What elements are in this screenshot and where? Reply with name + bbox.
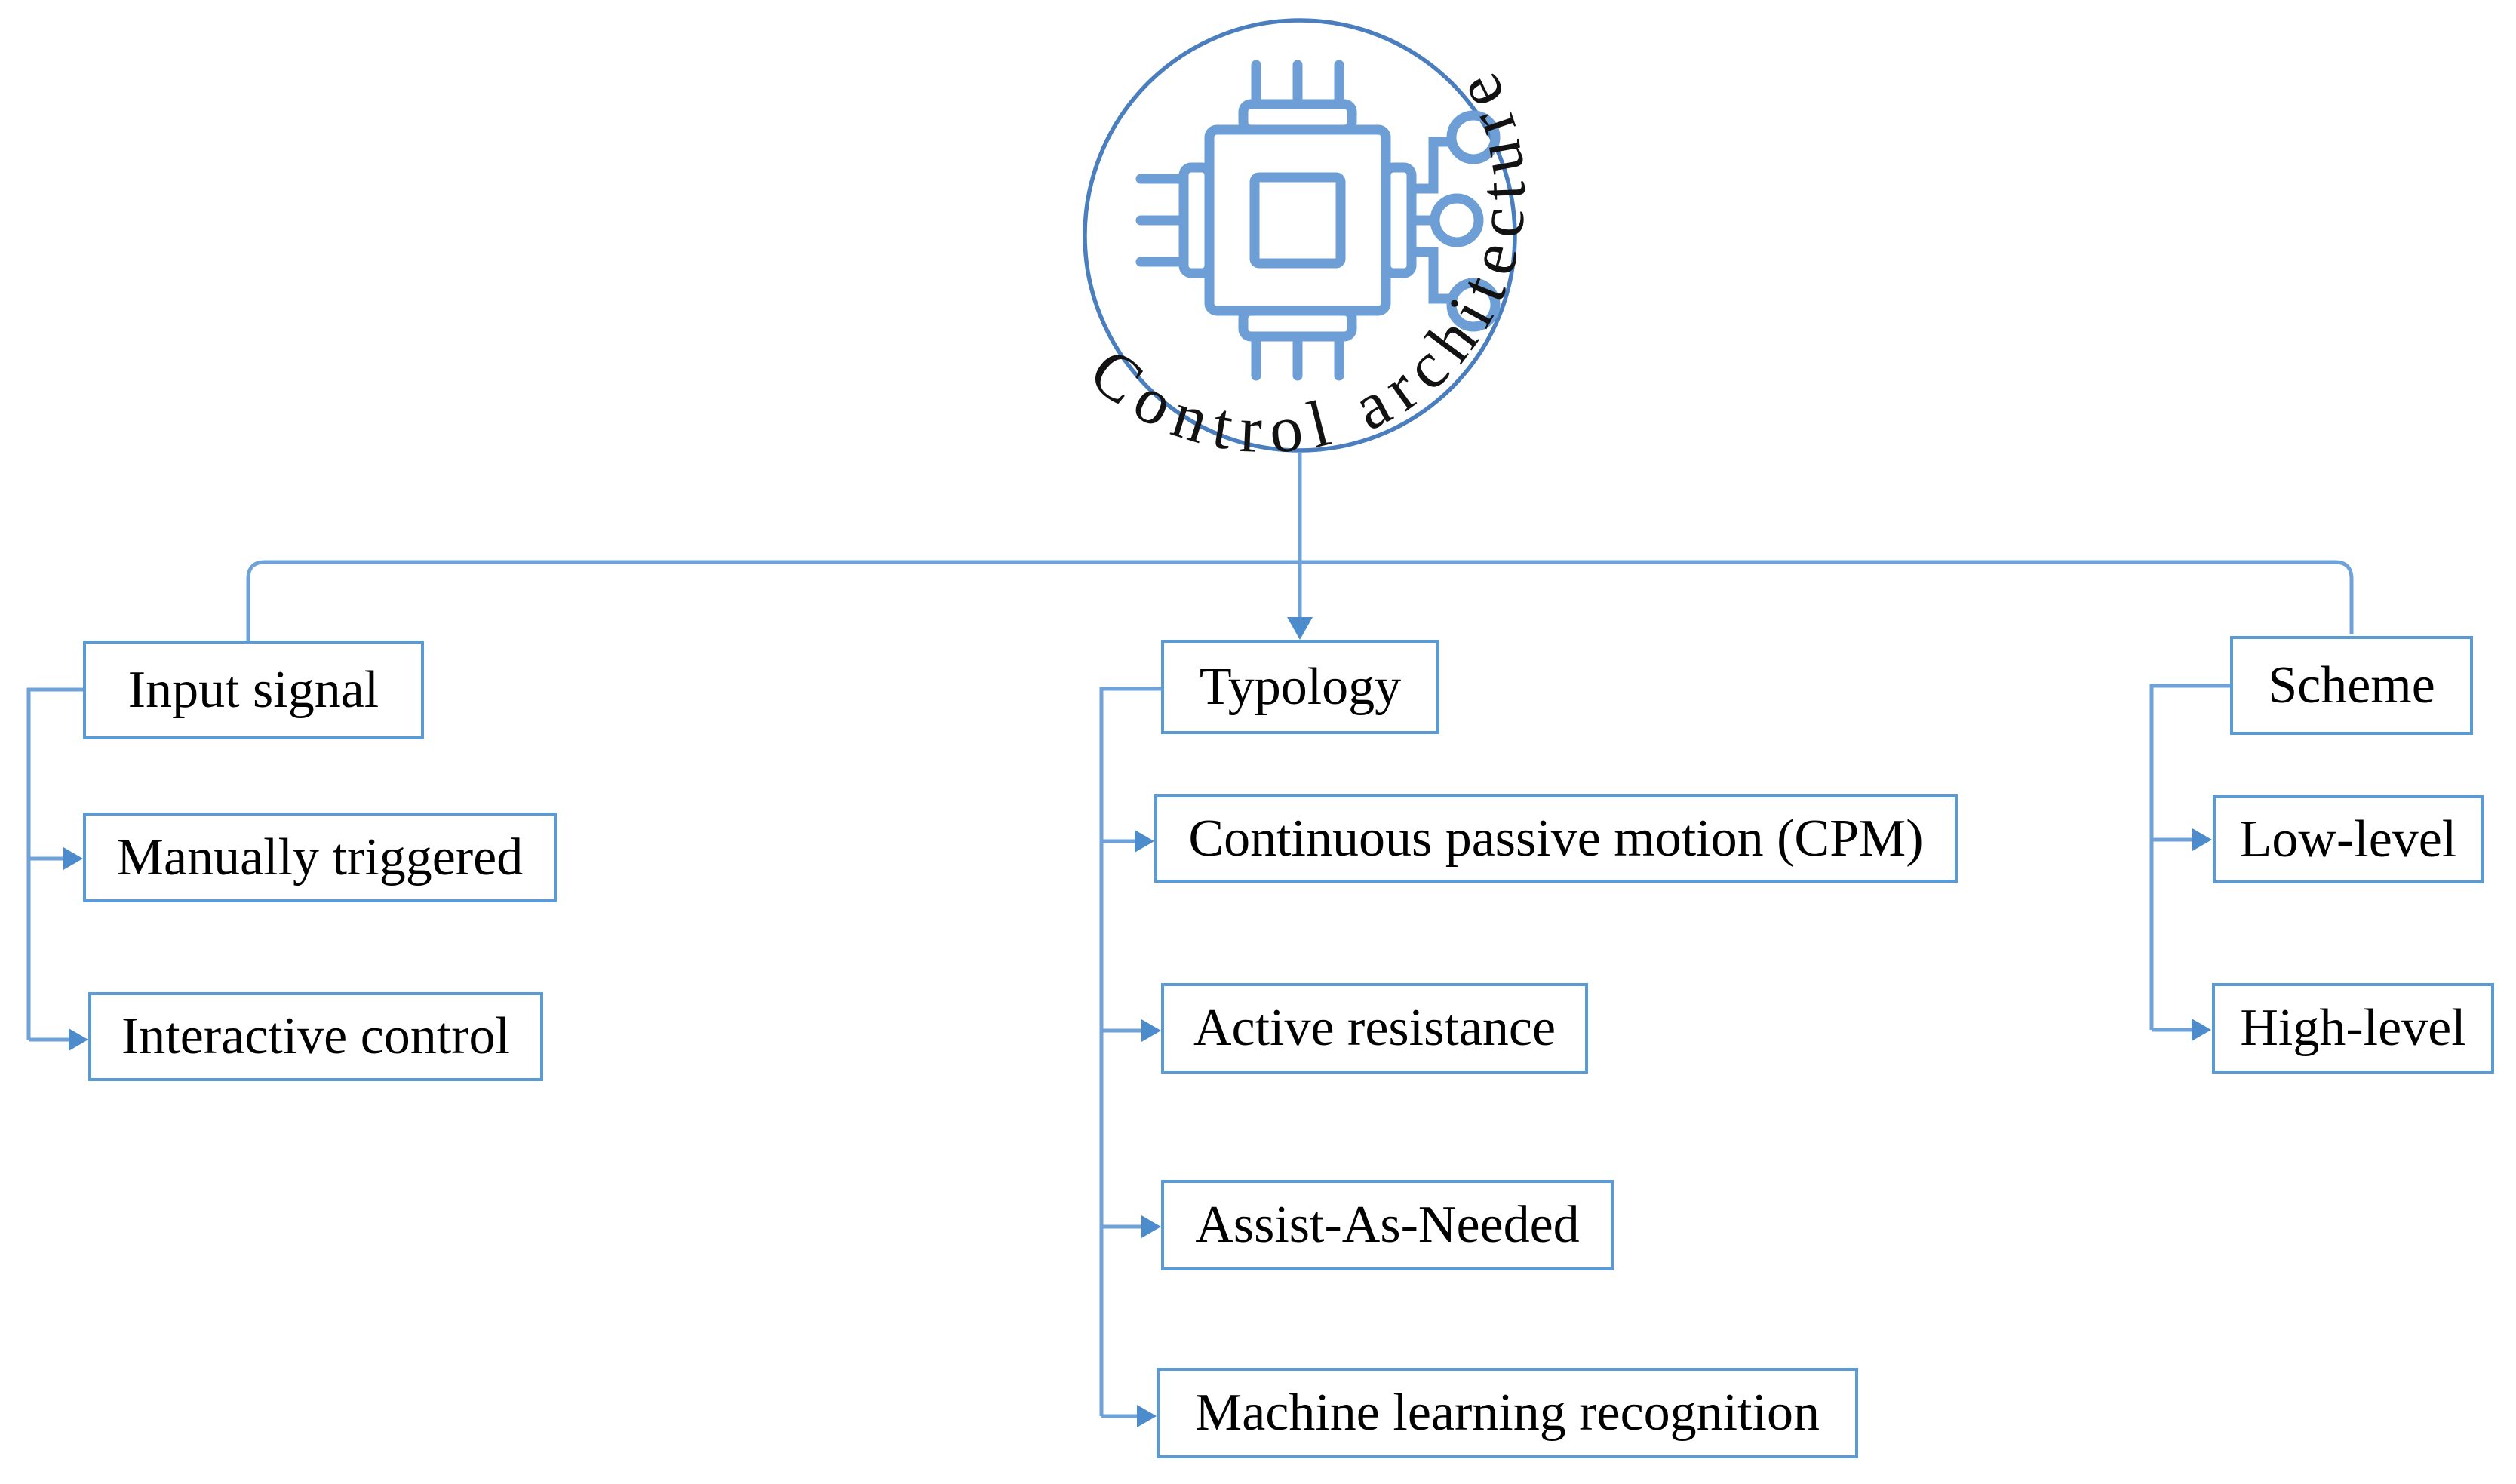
chip-icon xyxy=(1135,60,1501,381)
node-label: Input signal xyxy=(127,660,379,719)
arrowhead-right-icon xyxy=(2192,1019,2211,1041)
typology-trunk-line xyxy=(1099,687,1161,1416)
scheme-trunk-line xyxy=(2149,684,2230,1030)
node-label: Assist-As-Needed xyxy=(1195,1196,1580,1254)
node-label: Manually triggered xyxy=(116,828,524,886)
node-assist-as-needed: Assist-As-Needed xyxy=(1161,1180,1614,1270)
arrowhead-icons xyxy=(63,617,2212,1427)
node-machine-learning-recognition: Machine learning recognition xyxy=(1157,1368,1858,1458)
arrowhead-right-icon xyxy=(2192,828,2212,851)
input-signal-trunk-line xyxy=(26,687,83,1040)
arrowhead-right-icon xyxy=(1135,830,1154,853)
node-manually-triggered: Manually triggered xyxy=(83,813,557,902)
node-label: Active resistance xyxy=(1193,999,1556,1057)
arrowhead-right-icon xyxy=(1141,1215,1161,1238)
root-circle xyxy=(1083,18,1517,453)
node-scheme: Scheme xyxy=(2230,636,2473,735)
node-label: Interactive control xyxy=(121,1007,511,1065)
node-label: High-level xyxy=(2240,999,2466,1057)
node-input-signal: Input signal xyxy=(83,641,424,739)
node-low-level: Low-level xyxy=(2213,795,2484,883)
connector-lines xyxy=(26,452,2354,1418)
node-label: Typology xyxy=(1199,657,1402,716)
node-label: Continuous passive motion (CPM) xyxy=(1188,809,1924,868)
node-continuous-passive-motion: Continuous passive motion (CPM) xyxy=(1154,794,1958,883)
arrowhead-down-icon xyxy=(1287,617,1313,640)
node-label: Scheme xyxy=(2268,656,2435,714)
node-label: Low-level xyxy=(2239,810,2457,868)
arrowhead-right-icon xyxy=(69,1028,88,1051)
node-interactive-control: Interactive control xyxy=(88,992,543,1081)
node-high-level: High-level xyxy=(2212,983,2494,1074)
arrowhead-right-icon xyxy=(1137,1405,1157,1427)
arrowhead-right-icon xyxy=(1141,1019,1161,1042)
arrowhead-right-icon xyxy=(63,847,83,870)
node-typology: Typology xyxy=(1161,640,1439,734)
node-label: Machine learning recognition xyxy=(1194,1384,1820,1442)
node-active-resistance: Active resistance xyxy=(1161,983,1588,1074)
